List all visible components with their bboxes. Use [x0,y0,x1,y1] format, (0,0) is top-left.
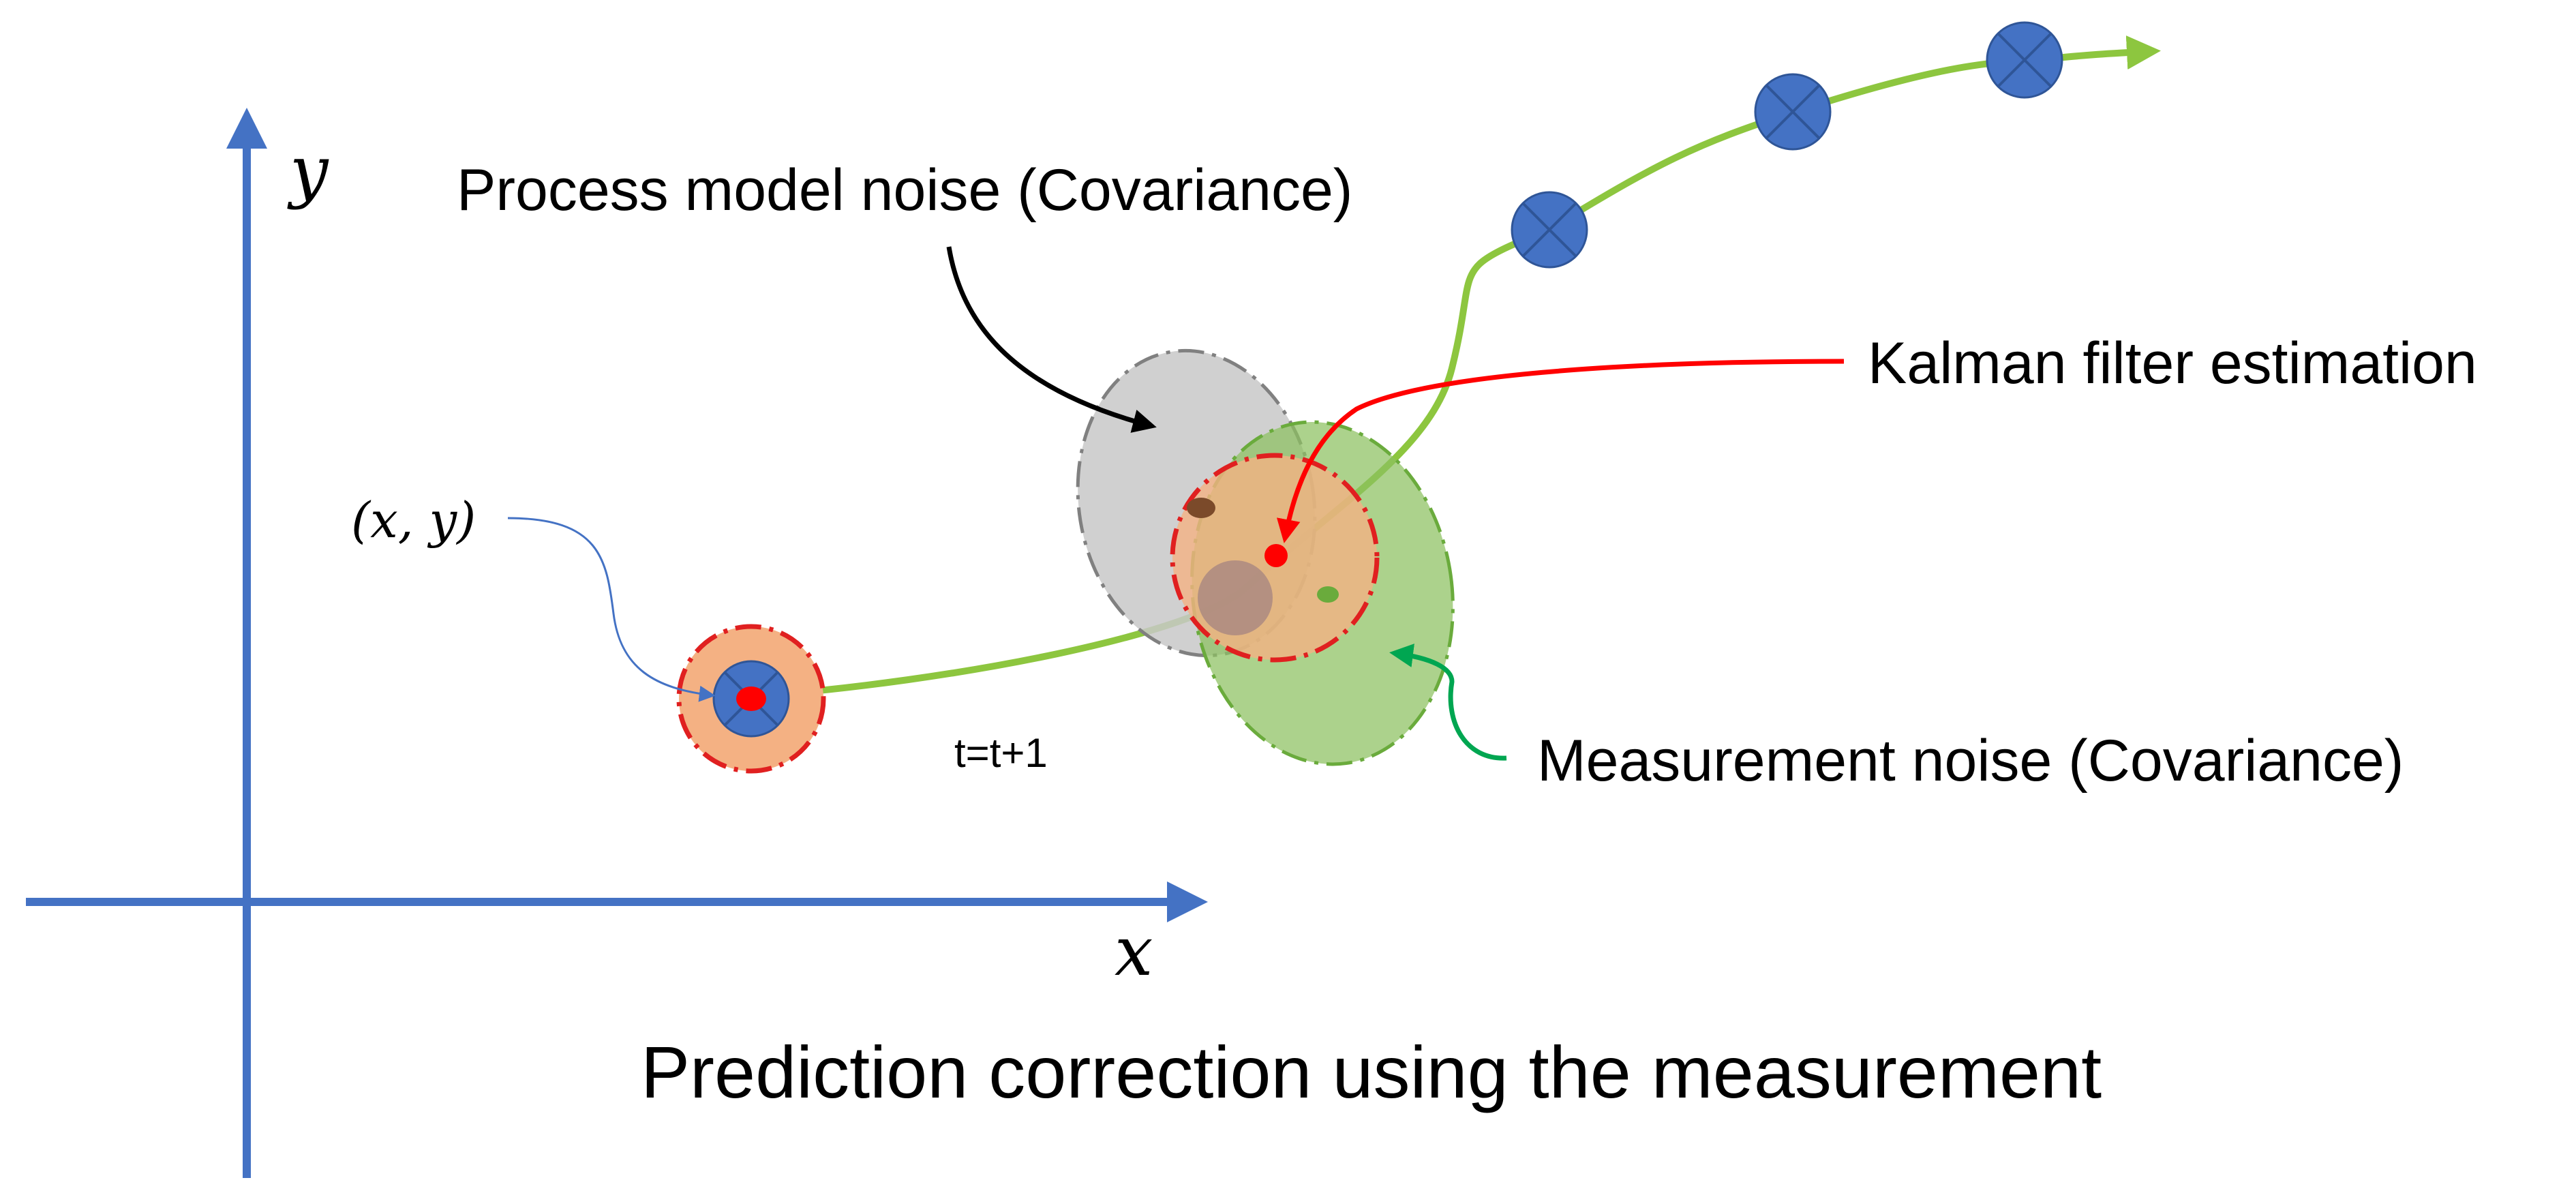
y-axis-label: y [287,131,329,211]
caption: Prediction correction using the measurem… [641,1031,2102,1113]
x-axis-label: x [1115,911,1153,991]
prediction-mean-dot [1187,498,1215,518]
time-step-label: t=t+1 [954,730,1048,776]
process-noise-arrow [946,246,1157,433]
kalman-estimate-label: Kalman filter estimation [1868,331,2477,396]
kalman-estimate-arrow [1276,359,1845,543]
kalman-estimate-dot [1264,544,1288,567]
start-estimate-dot [736,686,766,711]
process-noise-label: Process model noise (Covariance) [457,157,1352,223]
measurement-noise-arrow [1389,644,1507,761]
measurement-noise-label: Measurement noise (Covariance) [1537,728,2404,794]
future-position-marker [1754,73,1832,151]
future-position-marker [1511,191,1588,269]
overlap-shadow [1198,560,1273,635]
point-label-arrow [507,517,716,702]
measurement-mean-dot [1317,586,1339,603]
point-label: (x, y) [351,492,476,549]
future-position-marker [1986,21,2063,99]
